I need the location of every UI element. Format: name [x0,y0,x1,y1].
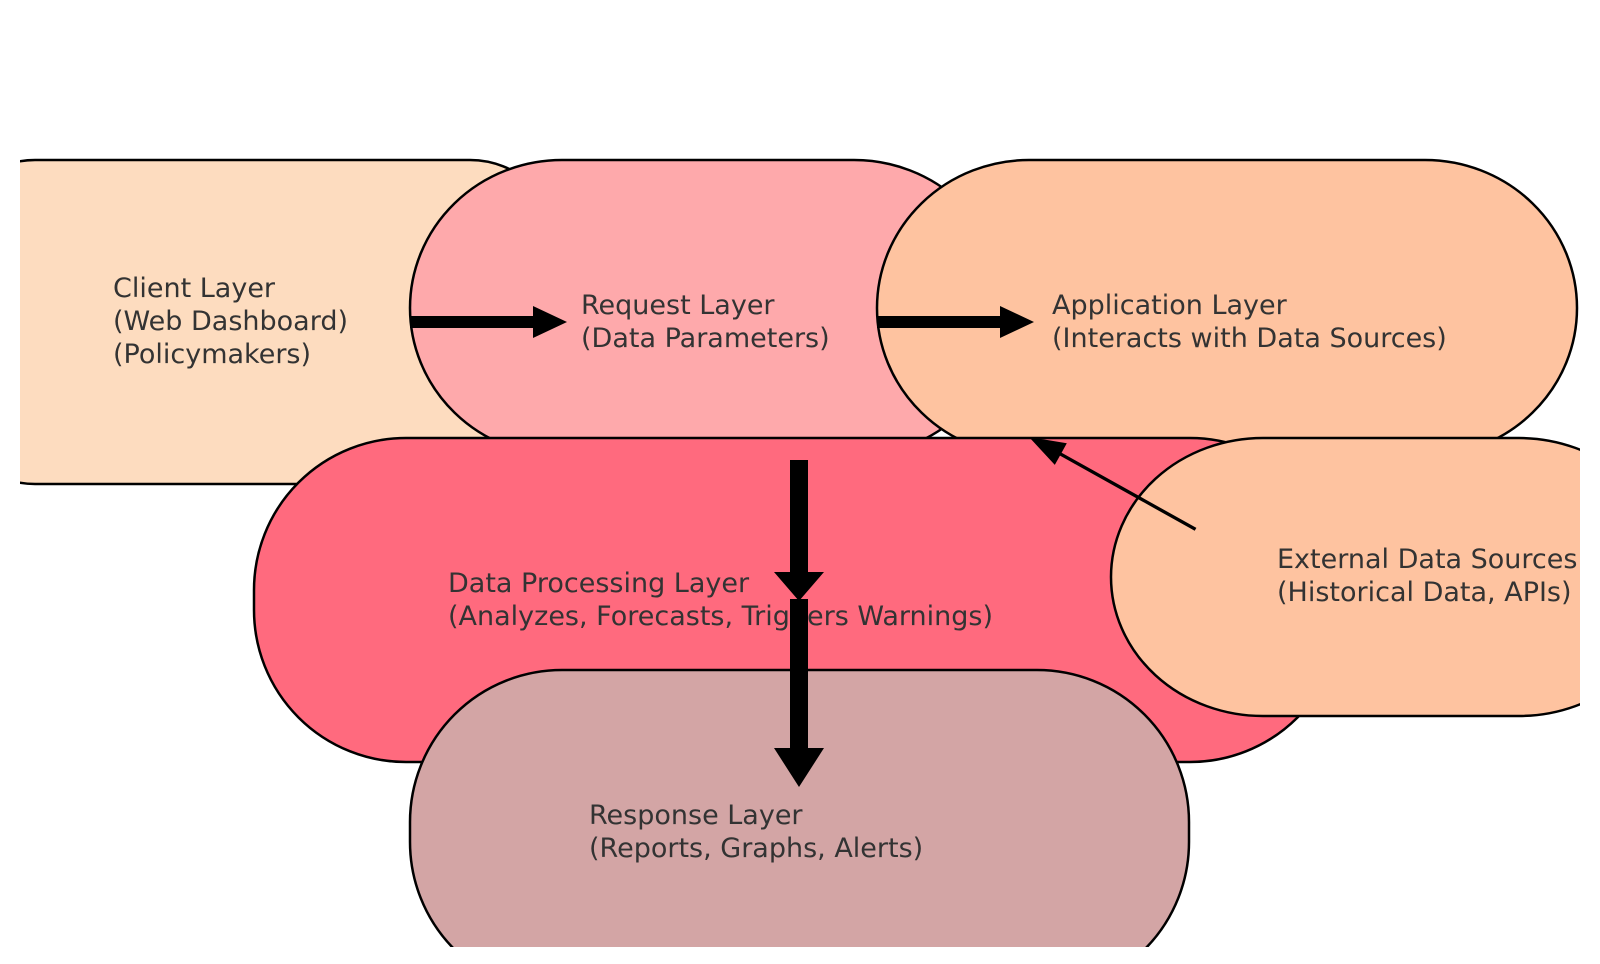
response-layer-label: Response Layer (Reports, Graphs, Alerts) [589,800,923,864]
data-processing-layer-label: Data Processing Layer (Analyzes, Forecas… [448,568,993,632]
arrow-processing-to-response [774,599,824,787]
arrow-request-to-application [877,306,1034,338]
arrow-application-to-processing [774,460,824,601]
external-data-sources-box [1109,436,1580,718]
client-layer-label: Client Layer (Web Dashboard) (Policymake… [113,273,357,370]
request-layer-label: Request Layer (Data Parameters) [581,290,830,354]
application-layer-label: Application Layer (Interacts with Data S… [1052,290,1447,354]
external-data-sources-label: External Data Sources (Historical Data, … [1277,544,1586,608]
arrow-external-to-application [1029,437,1197,531]
arrow-client-to-request [410,306,567,338]
